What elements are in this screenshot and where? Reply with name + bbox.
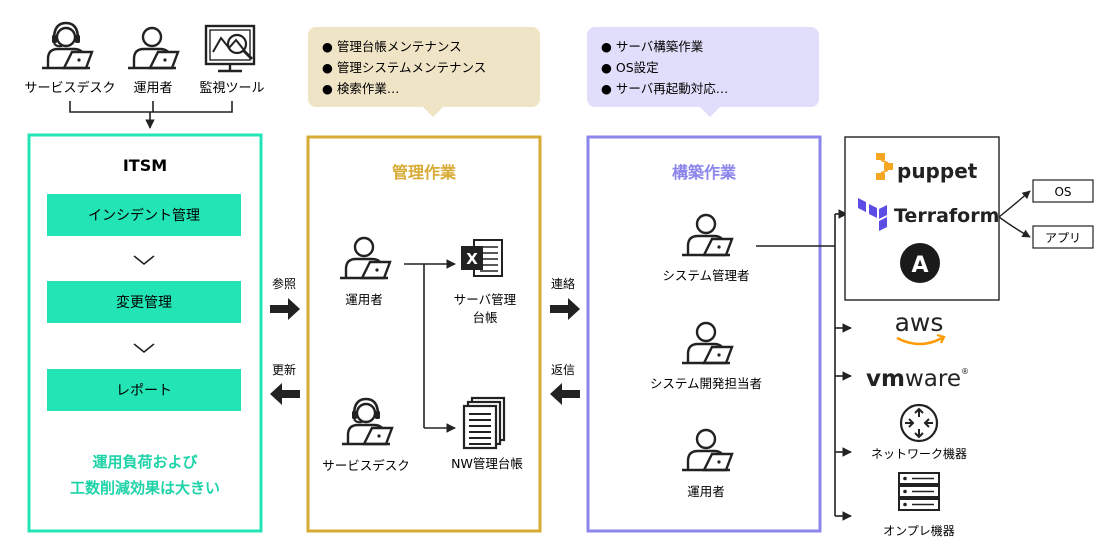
mgmt-bubble-item: ● 管理システムメンテナンス xyxy=(322,60,486,75)
monitoring-tool: 監視ツール xyxy=(199,24,265,96)
top-users: サービスデスク 運用者 監視ツール xyxy=(24,21,265,129)
mgmt-panel: 管理作業 運用者 サービスデスク X サーバ管理 台帳 xyxy=(306,135,542,533)
service-desk-label: サービスデスク xyxy=(24,80,115,96)
operator-user: 運用者 xyxy=(126,26,180,96)
headset-person-icon xyxy=(40,21,94,70)
itsm-note-line2: 工数削減効果は大きい xyxy=(70,479,220,497)
mgmt-bubble-bg xyxy=(308,27,540,107)
build-bubble-item: ● サーバ構築作業 xyxy=(601,39,704,54)
ansible-letter: A xyxy=(911,253,928,278)
server-ledger-label-line1: サーバ管理 xyxy=(454,292,517,307)
system-admin-label: システム管理者 xyxy=(662,268,749,283)
terraform-wordmark: Terraform xyxy=(894,205,999,227)
itsm-title: ITSM xyxy=(123,156,167,175)
vmware-wordmark-bold: vm xyxy=(866,366,905,392)
itsm-mgmt-arrows: 参照 更新 xyxy=(270,276,300,405)
excel-letter: X xyxy=(466,250,478,268)
mgmt-connectors xyxy=(404,259,456,433)
app-output-label: アプリ xyxy=(1045,231,1081,245)
os-output-box xyxy=(1032,179,1094,203)
iac-outputs: OS アプリ xyxy=(998,179,1094,249)
operator-label: 運用者 xyxy=(133,81,172,96)
router-icon xyxy=(899,403,939,443)
vmware-logo: vmware® xyxy=(866,366,969,392)
build-bubble: ● サーバ構築作業 ● OS設定 ● サーバ再起動対応… xyxy=(587,27,819,117)
onprem-device-label: オンプレ機器 xyxy=(883,523,955,538)
aws-logo: aws xyxy=(895,308,946,346)
step-change-management xyxy=(47,281,241,323)
build-panel: 構築作業 システム管理者 システム開発担当者 運用者 xyxy=(586,135,822,533)
terraform-logo-icon xyxy=(858,198,887,231)
mgmt-build-arrows: 連絡 返信 xyxy=(550,276,580,405)
build-bubble-item: ● サーバ再起動対応… xyxy=(601,81,728,96)
chevron-down-icon xyxy=(133,255,155,266)
puppet-wordmark: puppet xyxy=(897,159,978,183)
os-output-label: OS xyxy=(1054,185,1071,199)
aws-smile-icon xyxy=(896,336,943,346)
build-bubble-item: ● OS設定 xyxy=(601,60,659,75)
ansible-logo-icon: A xyxy=(900,243,940,283)
reference-label: 参照 xyxy=(272,276,296,291)
chevron-down-icon xyxy=(133,343,155,354)
update-label: 更新 xyxy=(272,362,296,377)
server-ledger-label-line2: 台帳 xyxy=(472,310,497,325)
vmware-trademark: ® xyxy=(961,367,969,376)
mgmt-title: 管理作業 xyxy=(392,163,457,182)
itsm-note-line1: 運用負荷および xyxy=(92,453,197,471)
build-operator-label: 運用者 xyxy=(687,484,725,499)
mgmt-bubble-item: ● 管理台帳メンテナンス xyxy=(322,39,462,54)
itsm-panel: ITSM インシデント管理 変更管理 レポート 運用負荷および 工数削減効果は大… xyxy=(27,133,263,533)
contact-label: 連絡 xyxy=(551,276,575,291)
step-incident-label: インシデント管理 xyxy=(88,207,200,224)
tools-connectors xyxy=(756,209,852,521)
reference-arrow-icon xyxy=(270,298,300,320)
excel-ledger-icon: X xyxy=(461,239,503,277)
mgmt-service-desk-label: サービスデスク xyxy=(322,458,410,473)
aws-wordmark: aws xyxy=(895,308,944,337)
app-output-box xyxy=(1032,225,1094,249)
step-change-label: 変更管理 xyxy=(116,294,172,311)
step-report xyxy=(47,369,241,411)
svg-text:vmware®: vmware® xyxy=(866,366,969,392)
puppet-logo-icon xyxy=(876,153,893,180)
mgmt-operator-label: 運用者 xyxy=(345,292,383,307)
vmware-wordmark-light: ware xyxy=(905,366,961,392)
system-developer-label: システム開発担当者 xyxy=(650,376,762,391)
network-device: ネットワーク機器 xyxy=(871,403,967,461)
users-to-itsm-connector xyxy=(69,101,233,129)
reply-arrow-icon xyxy=(550,383,580,405)
reply-label: 返信 xyxy=(551,363,575,377)
monitoring-tool-label: 監視ツール xyxy=(199,80,264,96)
network-device-label: ネットワーク機器 xyxy=(871,446,967,461)
document-stack-icon xyxy=(462,396,506,450)
person-laptop-icon xyxy=(126,26,180,70)
update-arrow-icon xyxy=(270,383,300,405)
mgmt-bubble-item: ● 検索作業… xyxy=(322,81,399,96)
contact-arrow-icon xyxy=(550,298,580,320)
step-incident-management xyxy=(47,194,241,236)
nw-ledger-label: NW管理台帳 xyxy=(451,456,523,471)
service-desk-user: サービスデスク xyxy=(24,21,116,96)
build-bubble-bg xyxy=(587,27,819,107)
mgmt-bubble: ● 管理台帳メンテナンス ● 管理システムメンテナンス ● 検索作業… xyxy=(308,27,540,117)
build-title: 構築作業 xyxy=(672,163,737,182)
monitor-chart-icon xyxy=(204,24,256,73)
server-rack-icon xyxy=(898,472,940,511)
iac-tools-panel: puppet Terraform A xyxy=(844,136,1000,301)
step-report-label: レポート xyxy=(116,383,172,399)
onprem-device: オンプレ機器 xyxy=(883,472,955,538)
